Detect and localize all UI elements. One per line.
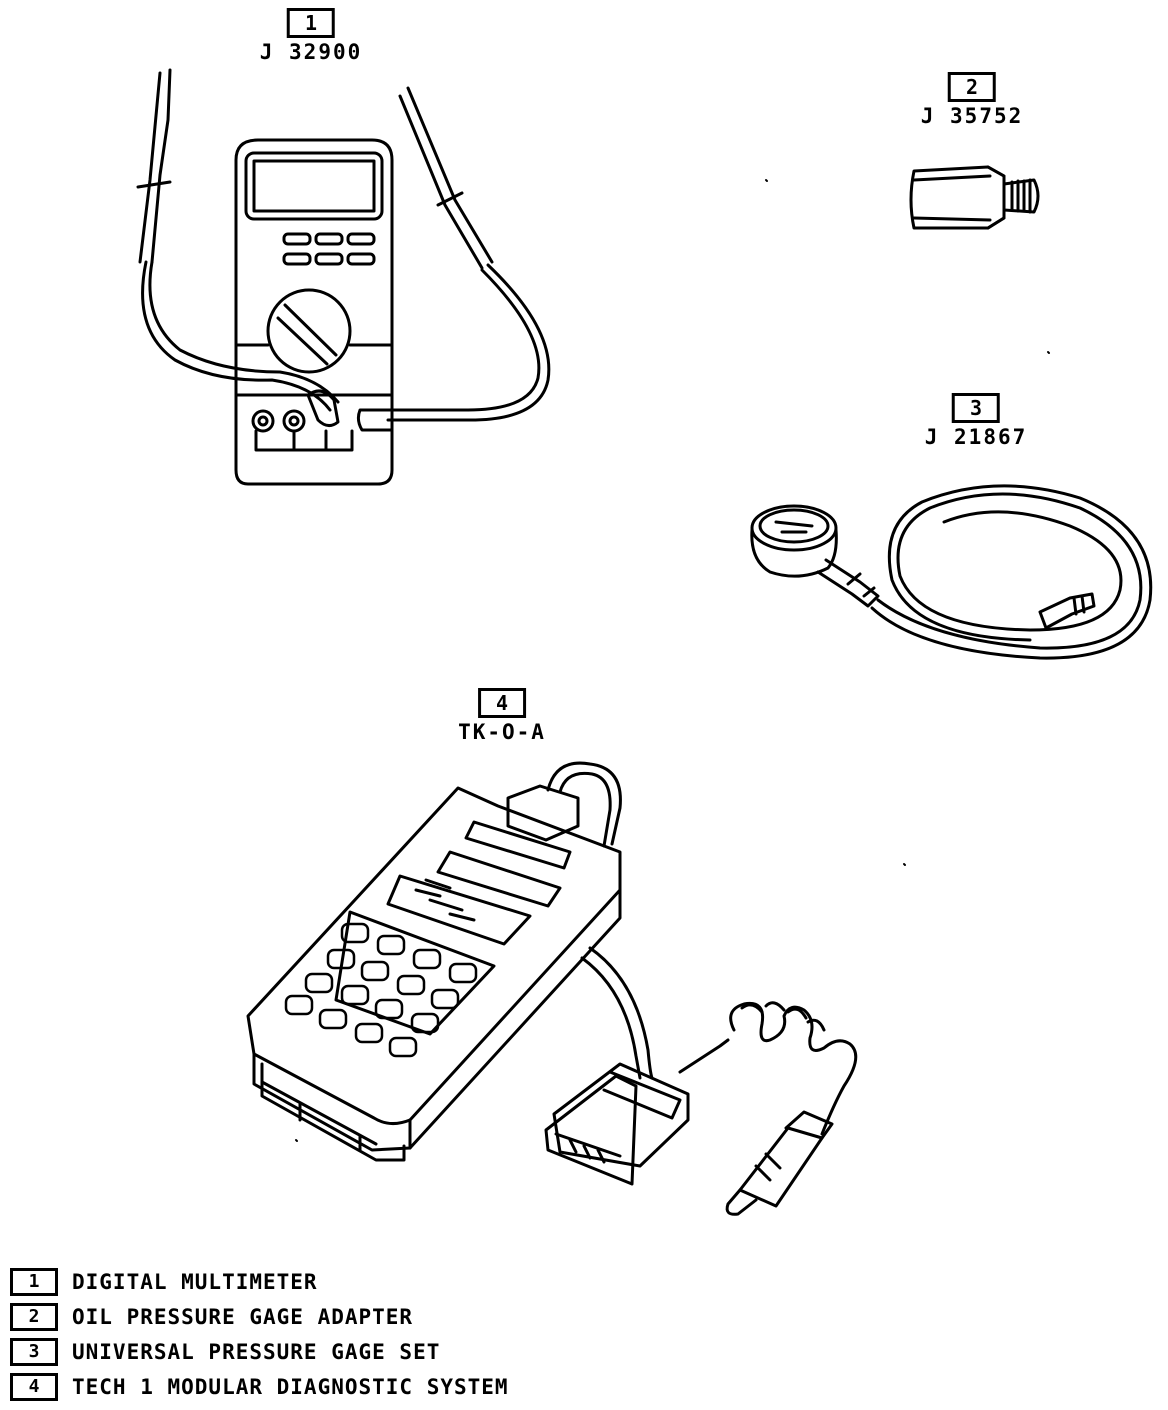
legend-text-3: UNIVERSAL PRESSURE GAGE SET — [72, 1339, 441, 1364]
callout-1-part-number: J 32900 — [259, 40, 363, 64]
callout-3-number: 3 — [951, 393, 1000, 423]
oil-pressure-gage-adapter-drawing — [909, 165, 1040, 230]
legend-number-2: 2 — [10, 1302, 58, 1331]
callout-2-part-number: J 35752 — [920, 104, 1024, 128]
legend-row-1: 1 DIGITAL MULTIMETER — [10, 1264, 509, 1299]
legend-row-4: 4 TECH 1 MODULAR DIAGNOSTIC SYSTEM — [10, 1369, 509, 1404]
legend-number-1: 1 — [10, 1267, 58, 1296]
legend-row-3: 3 UNIVERSAL PRESSURE GAGE SET — [10, 1334, 509, 1369]
digital-multimeter-drawing — [136, 68, 551, 486]
callout-1-number: 1 — [286, 8, 335, 38]
scan-speck-marks — [295, 179, 1050, 1142]
callout-1: 1 J 32900 — [260, 8, 363, 64]
callout-2-number: 2 — [947, 72, 996, 102]
tech-1-scan-tool-drawing — [246, 761, 858, 1216]
legend: 1 DIGITAL MULTIMETER 2 OIL PRESSURE GAGE… — [10, 1264, 509, 1404]
legend-text-2: OIL PRESSURE GAGE ADAPTER — [72, 1304, 414, 1329]
callout-3-part-number: J 21867 — [924, 425, 1028, 449]
callout-4: 4 TK-O-A — [458, 688, 546, 744]
legend-text-4: TECH 1 MODULAR DIAGNOSTIC SYSTEM — [72, 1374, 509, 1399]
legend-number-4: 4 — [10, 1372, 58, 1401]
legend-text-1: DIGITAL MULTIMETER — [72, 1269, 318, 1294]
universal-pressure-gage-set-drawing — [750, 484, 1153, 660]
callout-4-part-number: TK-O-A — [458, 720, 546, 744]
legend-row-2: 2 OIL PRESSURE GAGE ADAPTER — [10, 1299, 509, 1334]
callout-2: 2 J 35752 — [921, 72, 1024, 128]
callout-3: 3 J 21867 — [925, 393, 1028, 449]
callout-4-number: 4 — [477, 688, 526, 718]
legend-number-3: 3 — [10, 1337, 58, 1366]
